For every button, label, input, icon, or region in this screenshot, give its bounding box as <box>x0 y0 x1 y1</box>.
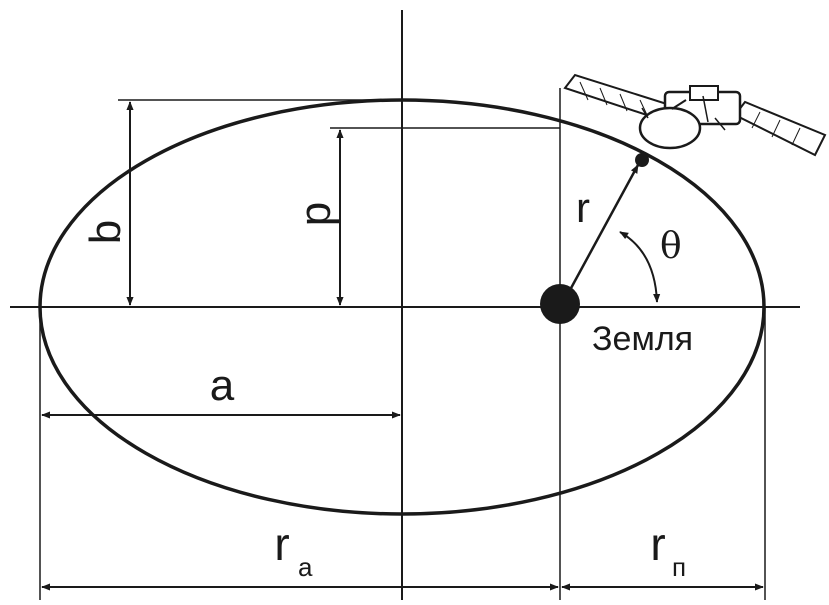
rp-subscript: п <box>672 552 686 582</box>
theta-arc <box>619 231 661 303</box>
theta-label: θ <box>660 226 682 267</box>
radius-vector <box>568 164 640 291</box>
b-label: b <box>81 220 130 244</box>
orbit-ellipse <box>38 98 766 516</box>
satellite-point <box>635 153 649 167</box>
earth-icon <box>540 284 580 324</box>
rp-label: r <box>650 518 665 570</box>
earth-label: Земля <box>592 320 693 358</box>
satellite-icon <box>563 73 827 157</box>
r-label: r <box>576 184 590 231</box>
a-label: a <box>210 361 235 410</box>
ra-subscript: а <box>298 552 313 582</box>
p-label: p <box>291 202 340 226</box>
ra-label: r <box>274 518 289 570</box>
